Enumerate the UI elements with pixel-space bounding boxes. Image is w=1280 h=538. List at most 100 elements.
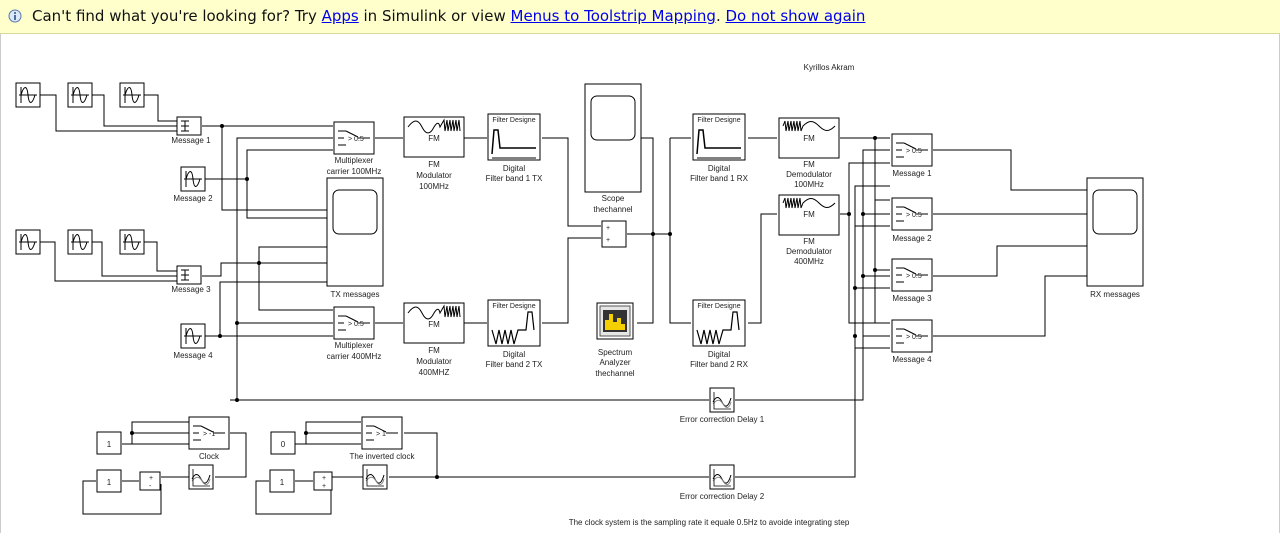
filter-tx1-label: Digital: [503, 164, 525, 173]
switch-threshold: > 0.5: [906, 212, 922, 219]
digital-filter-band-1-tx[interactable]: Filter Designe Digital Filter band 1 TX: [486, 113, 543, 183]
fm-mod2-label: 400MHZ: [419, 368, 450, 377]
rx-switch-message-1[interactable]: > 0.5 Message 1: [891, 133, 933, 178]
filter-designer-label: Filter Designe: [697, 303, 740, 310]
fm-mod1-label: FM: [428, 160, 440, 169]
sine-wave-block[interactable]: [67, 82, 93, 108]
delay-2-label: Error correction Delay 2: [680, 492, 765, 501]
fm-modulator-400mhz[interactable]: FM FM Modulator 400MHZ: [403, 302, 465, 377]
constant-block[interactable]: 0: [270, 431, 296, 455]
junction-dots: [130, 124, 877, 479]
rx-message-3-label: Message 3: [892, 294, 932, 303]
switch-threshold: > 0.5: [906, 334, 922, 341]
constant-value: 0: [281, 440, 286, 449]
mux1-label: carrier 100MHz: [327, 167, 382, 176]
clock-label: Clock: [199, 452, 220, 461]
clock-switch[interactable]: > -1 Clock: [188, 416, 230, 461]
fm-mod1-label: 100MHz: [419, 182, 449, 191]
inverted-clock-delay-block[interactable]: [362, 464, 388, 490]
sum-block[interactable]: + -: [139, 471, 161, 491]
switch-threshold: > 0.5: [906, 148, 922, 155]
fm-label: FM: [803, 210, 815, 219]
sine-wave-block[interactable]: [15, 229, 41, 255]
spectrum-label: thechannel: [595, 369, 634, 378]
multiplexer-100mhz-switch[interactable]: > 0.5 Multiplexer carrier 100MHz: [327, 121, 382, 176]
fm-label: FM: [803, 134, 815, 143]
filter-tx1-label: Filter band 1 TX: [486, 174, 543, 183]
apps-link[interactable]: Apps: [321, 7, 359, 25]
fm-label: FM: [428, 320, 440, 329]
rx-messages-scope[interactable]: RX messages: [1086, 177, 1144, 299]
sine-wave-block[interactable]: [119, 229, 145, 255]
footnote-annotation: The clock system is the sampling rate it…: [569, 518, 850, 527]
author-annotation: Kyrillos Akram: [804, 63, 855, 72]
banner-text: .: [715, 7, 721, 25]
constant-value: 1: [107, 478, 112, 487]
error-correction-delay-2[interactable]: Error correction Delay 2: [680, 464, 765, 501]
mux-block-message-3[interactable]: Message 3: [171, 265, 211, 294]
rx-message-1-label: Message 1: [892, 169, 932, 178]
sine-wave-block[interactable]: [67, 229, 93, 255]
switch-threshold: > 1: [376, 431, 386, 438]
plus-sign: +: [606, 237, 610, 244]
model-canvas[interactable]: Message 1 Message 2 Message 3 Message 4 …: [0, 34, 1280, 533]
plus-sign: +: [322, 475, 326, 482]
sine-wave-block-message-2[interactable]: Message 2: [173, 166, 213, 203]
menus-toolstrip-link[interactable]: Menus to Toolstrip Mapping: [510, 7, 716, 25]
error-correction-delay-1[interactable]: Error correction Delay 1: [680, 387, 765, 424]
spectrum-label: Analyzer: [599, 358, 630, 367]
sum-block[interactable]: + +: [601, 220, 627, 248]
multiplexer-400mhz-switch[interactable]: > 0.5 Multiplexer carrier 400MHz: [327, 306, 382, 361]
message-4-label: Message 4: [173, 351, 213, 360]
scope-thechannel[interactable]: Scope thechannel: [584, 83, 642, 214]
scope-label: thechannel: [593, 205, 632, 214]
demod1-label: 100MHz: [794, 180, 824, 189]
filter-rx2-label: Digital: [708, 350, 730, 359]
inverted-clock-label: The inverted clock: [350, 452, 416, 461]
sine-wave-block[interactable]: [119, 82, 145, 108]
constant-block[interactable]: 1: [96, 431, 122, 455]
constant-value: 1: [280, 478, 285, 487]
rx-switch-message-4[interactable]: > 0.5 Message 4: [891, 319, 933, 364]
rx-switch-message-3[interactable]: > 0.5 Message 3: [891, 258, 933, 303]
message-2-label: Message 2: [173, 194, 213, 203]
mux-block-message-1[interactable]: Message 1: [171, 116, 211, 145]
signal-lines: [40, 94, 1087, 515]
demod2-label: 400MHz: [794, 257, 824, 266]
mux2-label: Multiplexer: [335, 341, 374, 350]
sine-wave-block-message-4[interactable]: Message 4: [173, 323, 213, 360]
spectrum-analyzer[interactable]: Spectrum Analyzer thechannel: [595, 302, 635, 378]
digital-filter-band-2-rx[interactable]: Filter Designe Digital Filter band 2 RX: [690, 299, 749, 369]
info-banner: Can't find what you're looking for? Try …: [0, 0, 1280, 34]
info-icon: [8, 9, 22, 23]
digital-filter-band-2-tx[interactable]: Filter Designe Digital Filter band 2 TX: [486, 299, 543, 369]
sum-block[interactable]: + +: [313, 471, 333, 491]
constant-block[interactable]: 1: [269, 469, 295, 493]
minus-sign: -: [149, 483, 152, 490]
do-not-show-again-link[interactable]: Do not show again: [725, 7, 866, 25]
clock-delay-block[interactable]: [188, 464, 214, 490]
fm-mod1-label: Modulator: [416, 171, 452, 180]
sine-wave-block[interactable]: [15, 82, 41, 108]
fm-demodulator-400mhz[interactable]: FM FM Demodulator 400MHz: [778, 194, 840, 266]
plus-sign: +: [322, 483, 326, 490]
digital-filter-band-1-rx[interactable]: Filter Designe Digital Filter band 1 RX: [690, 113, 749, 183]
filter-tx2-label: Digital: [503, 350, 525, 359]
message-1-label: Message 1: [171, 136, 211, 145]
delay-1-label: Error correction Delay 1: [680, 415, 765, 424]
fm-demodulator-100mhz[interactable]: FM FM Demodulator 100MHz: [778, 117, 840, 189]
tx-messages-scope[interactable]: TX messages: [326, 177, 384, 299]
rx-switch-message-2[interactable]: > 0.5 Message 2: [891, 197, 933, 243]
fm-label: FM: [428, 134, 440, 143]
banner-text: in Simulink or view: [358, 7, 511, 25]
demod1-label: Demodulator: [786, 170, 832, 179]
scope-label: Scope: [602, 194, 625, 203]
fm-mod2-label: Modulator: [416, 357, 452, 366]
fm-modulator-100mhz[interactable]: FM FM Modulator 100MHz: [403, 116, 465, 191]
filter-designer-label: Filter Designe: [492, 117, 535, 124]
rx-message-2-label: Message 2: [892, 234, 932, 243]
banner-message: Can't find what you're looking for? Try …: [32, 7, 865, 25]
constant-block[interactable]: 1: [96, 469, 122, 493]
inverted-clock-switch[interactable]: > 1 The inverted clock: [350, 416, 416, 461]
constant-value: 1: [107, 440, 112, 449]
